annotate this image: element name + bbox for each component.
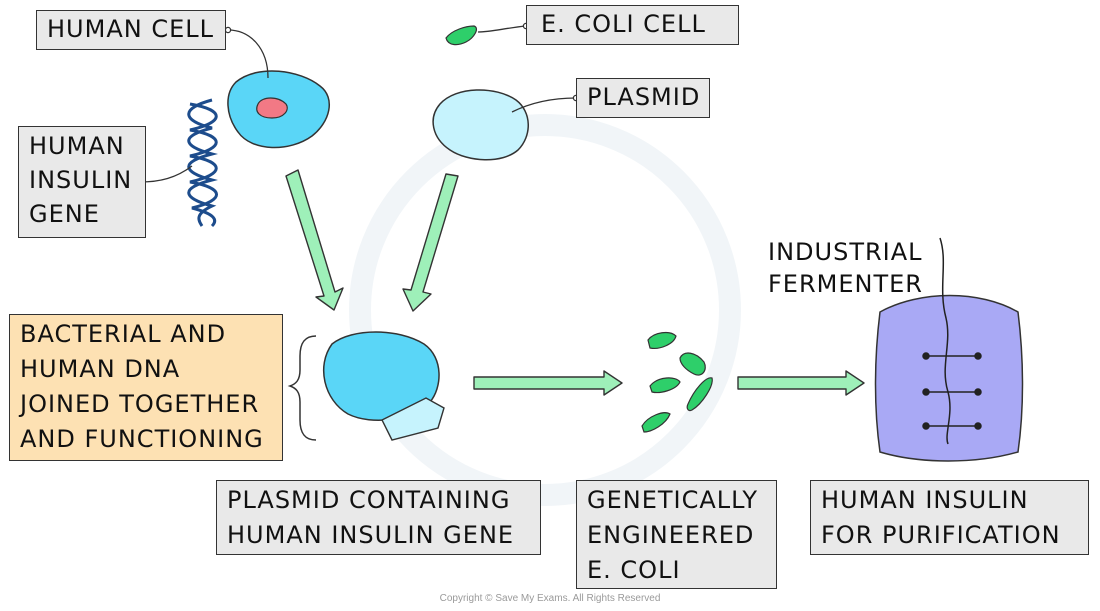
nucleus	[256, 97, 288, 119]
genetically-engineered-e-coli-label: GENETICALLY ENGINEERED E. COLI	[576, 480, 777, 589]
copyright-notice: Copyright © Save My Exams. All Rights Re…	[439, 593, 661, 604]
process-arrows	[285, 169, 865, 396]
watermark-ring	[349, 114, 741, 506]
paddles	[922, 352, 982, 430]
inserted-gene	[381, 397, 445, 441]
bacterial-human-dna-label: BACTERIAL AND HUMAN DNA JOINED TOGETHER …	[9, 314, 283, 461]
bracket	[287, 335, 317, 441]
arrow-to-ecoli	[473, 370, 623, 396]
industrial-fermenter-label: INDUSTRIAL FERMENTER	[768, 238, 923, 298]
human-insulin-purification-label: HUMAN INSULIN FOR PURIFICATION	[810, 480, 1089, 555]
arrow-human-to-plasmid	[285, 169, 344, 311]
arrow-to-fermenter	[737, 370, 865, 396]
industrial-fermenter	[874, 237, 1024, 462]
dna-helix	[187, 98, 218, 228]
human-cell-label: HUMAN CELL	[36, 10, 226, 50]
e-coli-icon	[445, 25, 478, 46]
engineered-e-coli-cells	[641, 331, 713, 433]
plasmid-label: PLASMID	[576, 78, 710, 118]
arrow-plasmid-down	[402, 173, 459, 312]
stirrer-shaft	[939, 237, 951, 445]
human-cell	[227, 70, 330, 149]
plasmid-containing-gene-label: PLASMID CONTAINING HUMAN INSULIN GENE	[216, 480, 541, 555]
e-coli-cell-label: E. COLI CELL	[526, 5, 739, 45]
plasmid-cell	[432, 89, 529, 161]
human-insulin-gene-label: HUMAN INSULIN GENE	[18, 126, 146, 238]
recombinant-plasmid	[323, 331, 445, 441]
